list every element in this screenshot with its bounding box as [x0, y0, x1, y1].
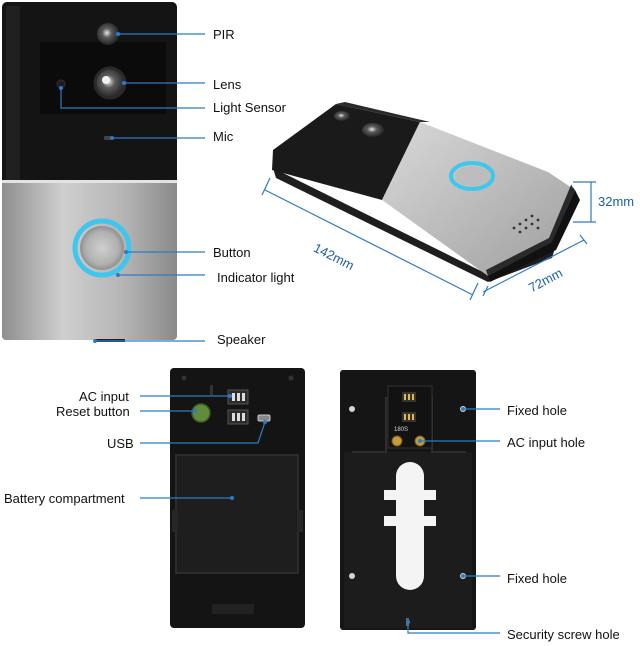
height-dimension: 32mm — [598, 194, 635, 209]
bracket-marking: 180S — [394, 427, 408, 433]
reset-button — [191, 403, 211, 423]
indicator-light-label: Indicator light — [217, 270, 295, 285]
back-leader-lines — [140, 395, 266, 499]
bracket-leader-lines — [407, 408, 500, 634]
doorbell-button — [80, 226, 124, 270]
doorbell-back-view — [170, 368, 305, 628]
security-screw-hole-label: Security screw hole — [507, 627, 620, 642]
usb-label: USB — [107, 436, 134, 451]
doorbell-isometric-view — [272, 102, 580, 282]
front-leader-lines — [60, 33, 205, 342]
pir-label: PIR — [213, 27, 235, 42]
battery-compartment-label: Battery compartment — [4, 491, 125, 506]
ac-input-hole-left — [391, 435, 403, 447]
usb-port — [257, 414, 271, 422]
iso-button-ring — [449, 161, 495, 191]
light-sensor-label: Light Sensor — [213, 100, 286, 115]
doorbell-button-ring — [72, 218, 132, 278]
ac-input-terminals — [227, 389, 249, 425]
bracket-terminals — [402, 392, 416, 422]
fixed-hole-top-label: Fixed hole — [507, 403, 567, 418]
fixed-hole-bottom-label: Fixed hole — [507, 571, 567, 586]
reset-button-label: Reset button — [56, 404, 130, 419]
mic-label: Mic — [213, 129, 234, 144]
lens-label: Lens — [213, 77, 242, 92]
pir-sensor — [97, 23, 119, 45]
button-label: Button — [213, 245, 251, 260]
speaker-label: Speaker — [217, 332, 266, 347]
mounting-bracket — [340, 370, 476, 630]
ac-input-hole-label: AC input hole — [507, 435, 586, 450]
dimension-lines — [261, 177, 596, 301]
doorbell-front-view — [2, 2, 177, 342]
mic-hole — [104, 136, 111, 140]
camera-lens — [93, 66, 127, 100]
ac-input-label: AC input — [79, 389, 129, 404]
bracket-slot — [396, 462, 424, 590]
